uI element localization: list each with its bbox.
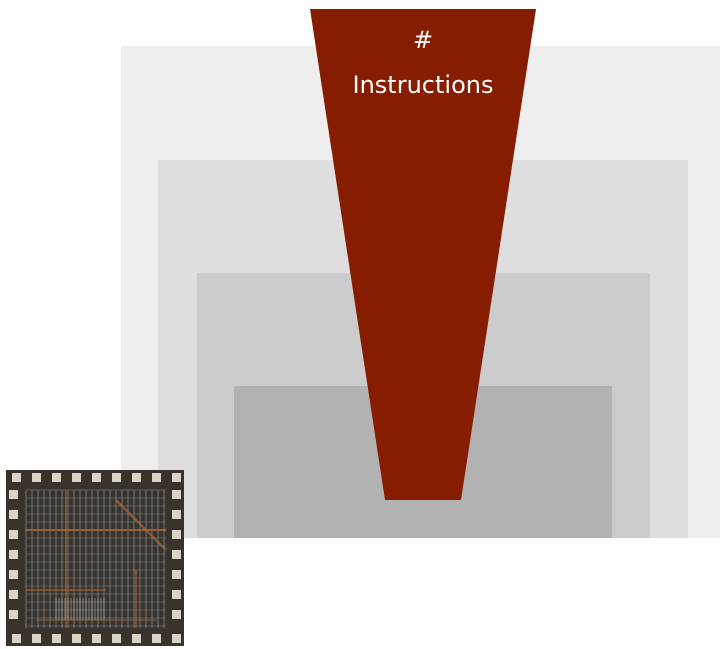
die-bond-pad: [32, 634, 41, 643]
die-bond-pad: [9, 570, 18, 579]
die-bond-pad: [92, 473, 101, 482]
die-bond-pad: [9, 610, 18, 619]
die-bond-pad: [172, 510, 181, 519]
die-bond-pad: [92, 634, 101, 643]
chip-die-photo: [6, 470, 184, 646]
die-bond-pad: [132, 634, 141, 643]
die-bond-pad: [12, 634, 21, 643]
die-bond-pad: [52, 473, 61, 482]
die-bond-pad: [9, 490, 18, 499]
die-bond-pad: [9, 550, 18, 559]
die-bond-pad: [172, 634, 181, 643]
die-bond-pad: [9, 590, 18, 599]
die-bond-pad: [112, 473, 121, 482]
funnel-label-hash: #: [310, 25, 536, 55]
die-bond-pad: [9, 510, 18, 519]
die-bond-pad: [72, 634, 81, 643]
die-bond-pad: [152, 634, 161, 643]
die-bond-pad: [9, 530, 18, 539]
die-bond-pad: [32, 473, 41, 482]
die-bond-pad: [172, 490, 181, 499]
die-bond-pad: [172, 473, 181, 482]
die-bond-pad: [172, 610, 181, 619]
die-bond-pad: [72, 473, 81, 482]
die-bond-pad: [172, 590, 181, 599]
die-bond-pad: [52, 634, 61, 643]
funnel-label-instructions: Instructions: [310, 70, 536, 100]
die-bond-pad: [172, 550, 181, 559]
die-bond-pad: [152, 473, 161, 482]
die-bond-pad: [112, 634, 121, 643]
die-bond-pad: [132, 473, 141, 482]
die-bond-pad: [172, 570, 181, 579]
die-bond-pad: [12, 473, 21, 482]
die-bond-pad: [172, 530, 181, 539]
